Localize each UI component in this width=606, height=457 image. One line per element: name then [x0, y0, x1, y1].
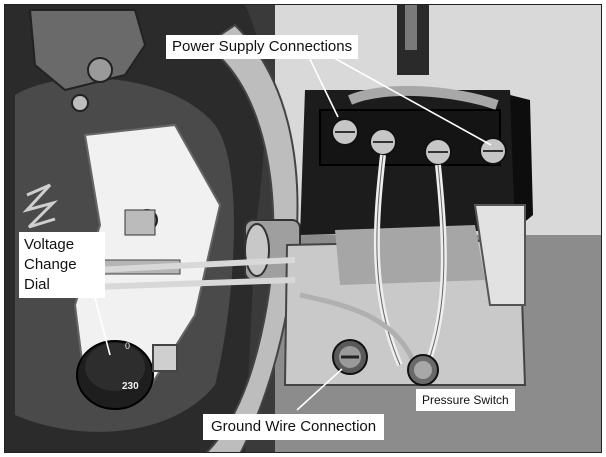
- dial-marking-bottom: 230: [122, 381, 139, 392]
- power-leader-line-1: [306, 52, 339, 118]
- voltage-label-line1: Voltage: [24, 236, 75, 253]
- pump-motor-photo: 0 230: [5, 5, 601, 452]
- ground-wire-connection-label: Ground Wire Connection: [203, 414, 385, 440]
- pressure-switch-label: Pressure Switch: [416, 389, 515, 411]
- power-leader-line-2: [324, 52, 492, 146]
- dial-marking-top: 0: [125, 341, 130, 351]
- ground-leader-line: [296, 368, 343, 411]
- voltage-label-line2: Change: [24, 256, 77, 273]
- power-supply-connections-label: Power Supply Connections: [166, 35, 359, 59]
- voltage-label-line3: Dial: [24, 276, 50, 293]
- voltage-change-dial-label: Voltage Change Dial: [19, 232, 105, 298]
- photo-frame: 0 230: [4, 4, 602, 453]
